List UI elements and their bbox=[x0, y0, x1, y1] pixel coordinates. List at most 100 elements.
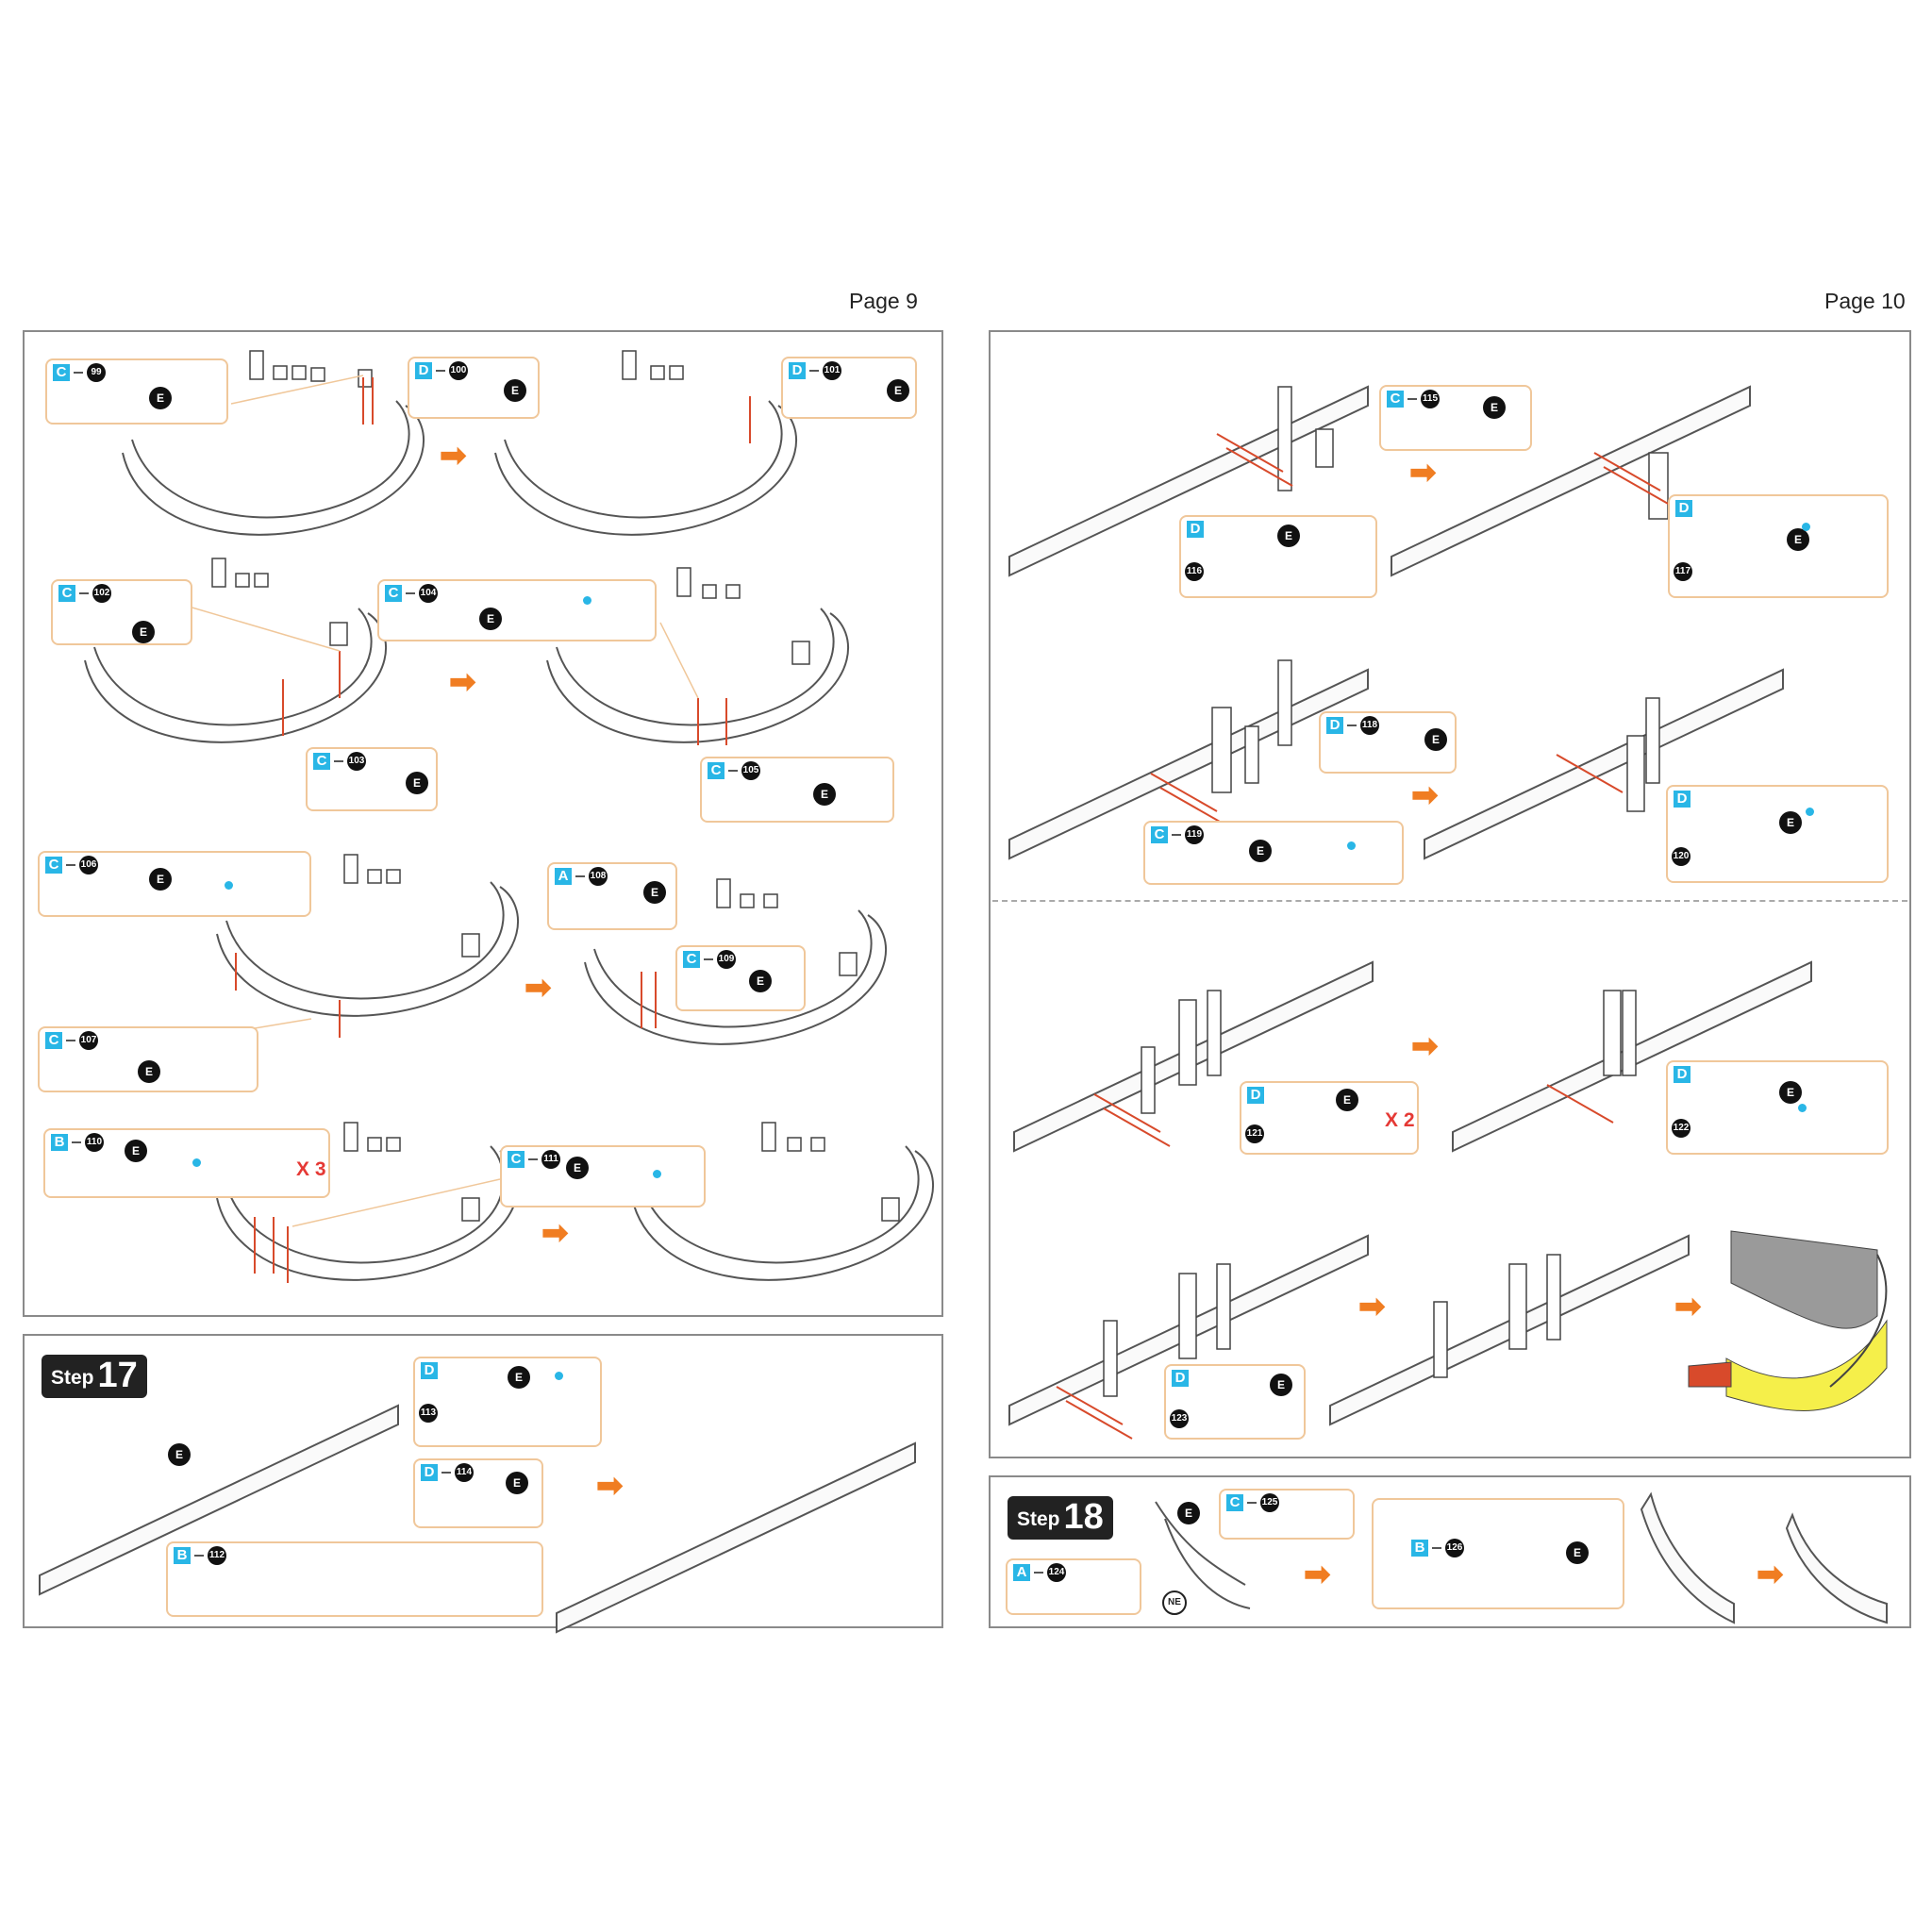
dash bbox=[406, 592, 415, 594]
dash bbox=[1407, 398, 1417, 400]
callout-c121: D 121 E X 2 bbox=[1240, 1081, 1419, 1155]
callout-c122: D 122 E bbox=[1666, 1060, 1889, 1155]
callout-c116: D 116 E bbox=[1179, 515, 1377, 598]
part-number: 99 bbox=[87, 363, 106, 382]
join-marker: E bbox=[1177, 1502, 1200, 1524]
part-number: 109 bbox=[717, 950, 736, 969]
join-marker: E bbox=[1779, 1081, 1802, 1104]
join-marker: E bbox=[1566, 1541, 1589, 1564]
sheet-badge: C bbox=[45, 1032, 62, 1049]
join-marker: E bbox=[1779, 811, 1802, 834]
glue-dot bbox=[1347, 841, 1356, 850]
callout-c112: B 112 bbox=[166, 1541, 543, 1617]
part-number: 108 bbox=[589, 867, 608, 886]
sheet-badge: B bbox=[51, 1134, 68, 1151]
callout-c103: C 103 E bbox=[306, 747, 438, 811]
step-word: Step bbox=[1017, 1508, 1060, 1530]
part-number: 102 bbox=[92, 584, 111, 603]
dash bbox=[575, 875, 585, 877]
callout-c100: D 100 E bbox=[408, 357, 540, 419]
join-marker: E bbox=[138, 1060, 160, 1083]
join-marker: E bbox=[149, 387, 172, 409]
sheet-badge: D bbox=[415, 362, 432, 379]
sheet-badge: B bbox=[174, 1547, 191, 1564]
sheet-badge: D bbox=[1674, 1066, 1690, 1083]
glue-dot bbox=[1798, 1104, 1807, 1112]
step-18-badge: Step 18 bbox=[1008, 1496, 1113, 1540]
next-arrow: ➡ bbox=[1674, 1289, 1702, 1324]
dash bbox=[334, 760, 343, 762]
sheet-badge: C bbox=[45, 857, 62, 874]
dash bbox=[66, 864, 75, 866]
dash bbox=[194, 1555, 204, 1557]
sheet-badge: C bbox=[1151, 826, 1168, 843]
next-arrow: ➡ bbox=[1757, 1557, 1784, 1592]
sheet-badge: D bbox=[1172, 1370, 1189, 1387]
callout-c126: B 126 E bbox=[1372, 1498, 1624, 1609]
part-number: 114 bbox=[455, 1463, 474, 1482]
join-marker: E bbox=[406, 772, 428, 794]
part-number: 106 bbox=[79, 856, 98, 874]
sheet-badge: C bbox=[385, 585, 402, 602]
part-number: 115 bbox=[1421, 390, 1440, 408]
sheet-badge: B bbox=[1411, 1540, 1428, 1557]
sheet-badge: C bbox=[1226, 1494, 1243, 1511]
dash bbox=[1247, 1502, 1257, 1504]
callout-c125: C 125 bbox=[1219, 1489, 1355, 1540]
join-marker: E bbox=[504, 379, 526, 402]
sheet-badge: A bbox=[555, 868, 572, 885]
callout-c104: C 104 E bbox=[377, 579, 657, 641]
next-arrow: ➡ bbox=[596, 1468, 624, 1504]
part-number: 113 bbox=[419, 1404, 438, 1423]
quantity-x3: X 3 bbox=[296, 1158, 326, 1180]
sheet-badge: D bbox=[1675, 500, 1692, 517]
sheet-badge: C bbox=[58, 585, 75, 602]
join-marker: E bbox=[1483, 396, 1506, 419]
ne-marker: NE bbox=[1162, 1591, 1187, 1615]
dash bbox=[1034, 1572, 1043, 1574]
join-marker: E bbox=[168, 1443, 191, 1466]
part-number: 126 bbox=[1445, 1539, 1464, 1557]
sheet-badge: D bbox=[1187, 521, 1204, 538]
part-number: 116 bbox=[1185, 562, 1204, 581]
sheet-badge: C bbox=[313, 753, 330, 770]
join-marker: E bbox=[132, 621, 155, 643]
callout-c108: A 108 E bbox=[547, 862, 677, 930]
join-marker: E bbox=[508, 1366, 530, 1389]
page-9-label: Page 9 bbox=[849, 289, 918, 313]
part-number: 100 bbox=[449, 361, 468, 380]
part-number: 101 bbox=[823, 361, 841, 380]
sheet-badge: D bbox=[421, 1362, 438, 1379]
dash bbox=[809, 370, 819, 372]
quantity-x2: X 2 bbox=[1385, 1109, 1415, 1131]
next-arrow: ➡ bbox=[541, 1215, 569, 1251]
dash bbox=[441, 1472, 451, 1474]
part-number: 120 bbox=[1672, 847, 1690, 866]
part-number: 112 bbox=[208, 1546, 226, 1565]
join-marker: E bbox=[506, 1472, 528, 1494]
dash bbox=[74, 372, 83, 374]
callout-c115: C 115 E bbox=[1379, 385, 1532, 451]
join-marker: E bbox=[125, 1140, 147, 1162]
sheet-badge: C bbox=[508, 1151, 525, 1168]
section-divider bbox=[992, 900, 1907, 902]
part-number: 125 bbox=[1260, 1493, 1279, 1512]
sheet-badge: C bbox=[708, 762, 724, 779]
dash bbox=[66, 1040, 75, 1041]
callout-c119: C 119 E bbox=[1143, 821, 1404, 885]
curved-wall-assembly bbox=[1688, 1230, 1888, 1411]
part-number: 122 bbox=[1672, 1119, 1690, 1138]
next-arrow: ➡ bbox=[1358, 1289, 1386, 1324]
join-marker: E bbox=[887, 379, 909, 402]
part-number: 117 bbox=[1674, 562, 1692, 581]
join-marker: E bbox=[1424, 728, 1447, 751]
callout-c113: D 113 E bbox=[413, 1357, 602, 1447]
join-marker: E bbox=[149, 868, 172, 891]
step-17-badge: Step 17 bbox=[42, 1355, 147, 1398]
next-arrow: ➡ bbox=[1409, 455, 1437, 491]
sheet-badge: D bbox=[1247, 1087, 1264, 1104]
callout-c109: C 109 E bbox=[675, 945, 806, 1011]
next-arrow: ➡ bbox=[449, 664, 476, 700]
join-marker: E bbox=[1270, 1374, 1292, 1396]
